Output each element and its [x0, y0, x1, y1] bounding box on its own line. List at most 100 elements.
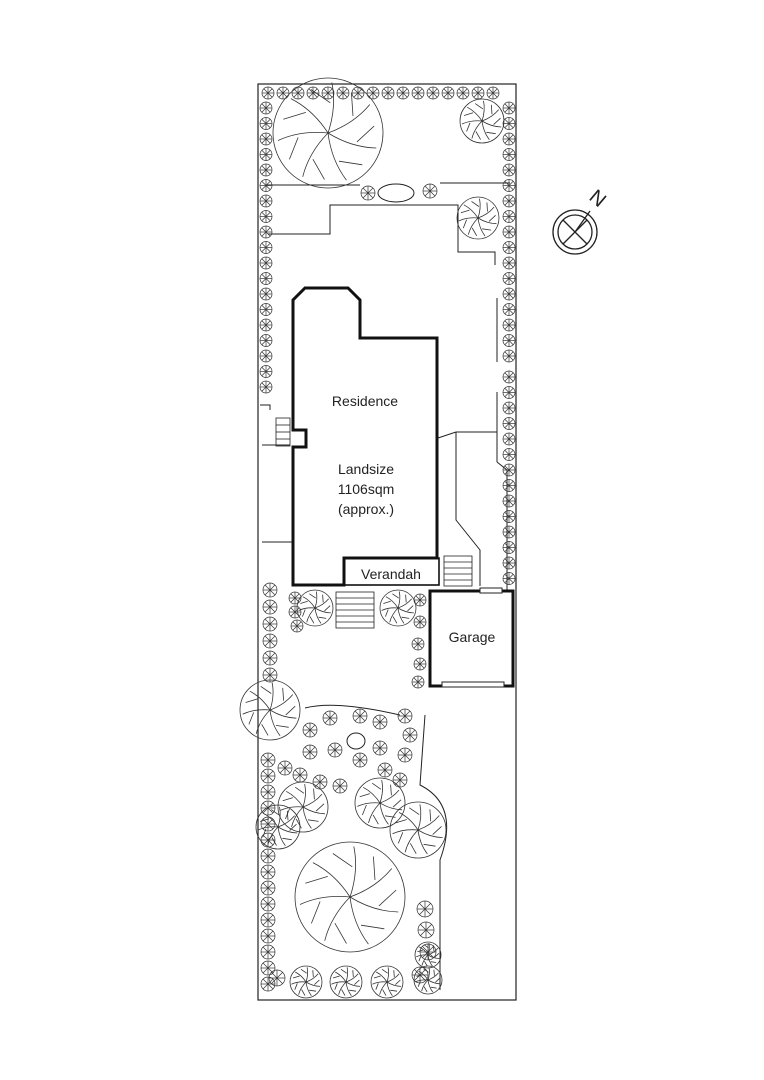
tree-icon [272, 77, 384, 189]
shrub-icon [268, 969, 286, 987]
shrub-icon [502, 303, 516, 316]
shrub-icon [372, 740, 388, 756]
shrub-icon [502, 541, 516, 554]
shrub-icon [502, 117, 516, 130]
tree-icon [277, 781, 329, 833]
verandah-outline [343, 557, 440, 586]
shrub-icon [502, 272, 516, 285]
tree-icon [414, 941, 442, 969]
north-arrow-icon [552, 209, 598, 255]
north-letter: N [585, 186, 610, 212]
shrub-icon [259, 194, 273, 208]
shrub-icon [413, 657, 427, 671]
shrub-icon [502, 479, 516, 492]
shrub-icon [327, 742, 343, 758]
shrub-icon [411, 86, 425, 100]
shrub-icon [277, 760, 293, 776]
shrub-icon [411, 637, 425, 651]
shrub-icon [502, 225, 516, 239]
shrub-icon [260, 784, 276, 800]
shrub-icon [259, 241, 273, 254]
shrub-icon [502, 556, 516, 570]
shrub-icon [402, 727, 418, 743]
shrub-icon [416, 900, 434, 918]
landscape-lines [260, 182, 510, 990]
shrub-icon [502, 101, 516, 115]
shrub-icon [502, 210, 516, 223]
shrub-icon [259, 163, 273, 177]
shrub-icon [426, 86, 440, 100]
garage-door [441, 681, 505, 688]
shrub-icon [260, 848, 276, 864]
shrub-icon [502, 287, 516, 301]
shrub-icon [262, 599, 278, 615]
tree-icon [255, 804, 301, 850]
shrub-icon [413, 615, 427, 629]
shrub-icon [486, 86, 500, 100]
tree-group [239, 77, 505, 999]
shrub-icon [312, 774, 328, 790]
tree-icon [296, 589, 334, 627]
verandah-label: Verandah [361, 566, 421, 582]
shrub-icon [259, 225, 273, 239]
tree-icon [239, 679, 301, 741]
landsize-label: Landsize [338, 461, 394, 477]
shrub-icon [260, 960, 276, 976]
shrub-icon [259, 256, 273, 270]
shrub-icon [502, 334, 516, 347]
property-boundary [257, 83, 517, 1001]
shrub-icon [259, 132, 273, 146]
shrub-icon [259, 101, 273, 115]
shrub-icon [260, 768, 276, 784]
landsize-value: 1106sqm [338, 481, 395, 497]
shrub-icon [456, 86, 470, 100]
tree-icon [294, 841, 406, 953]
shrub-icon [259, 179, 273, 192]
tree-icon [459, 98, 505, 144]
tree-icon [413, 965, 443, 995]
shrub-icon [261, 86, 275, 100]
shrub-icon [502, 179, 516, 192]
shrub-icon [260, 976, 276, 992]
shrub-icon [502, 525, 516, 539]
shrub-icon [417, 921, 435, 939]
shrub-icon [502, 432, 516, 446]
tree-icon [456, 196, 500, 240]
shrub-icon [262, 582, 278, 598]
shrub-icon [259, 272, 273, 285]
shrub-icon [502, 148, 516, 161]
shrub-icon [260, 912, 276, 928]
shrub-icon [302, 722, 318, 738]
shrub-icon [441, 86, 455, 100]
shrub-icon [262, 650, 278, 666]
tree-icon [389, 801, 447, 859]
shrub-icon [502, 448, 516, 461]
shrub-icon [352, 708, 368, 724]
shrub-icon [276, 86, 290, 100]
rear-steps [443, 555, 473, 587]
shrub-icon [411, 675, 425, 689]
shrub-icon [259, 210, 273, 223]
tree-icon [329, 965, 363, 999]
shrub-icon [259, 349, 273, 363]
shrub-icon [419, 943, 437, 961]
shrub-icon [366, 86, 380, 100]
shrub-icon [502, 256, 516, 270]
shrub-icon [502, 510, 516, 523]
residence-label: Residence [332, 393, 398, 409]
shrub-icon [502, 494, 516, 508]
shrub-icon [260, 944, 276, 960]
shrub-icon [502, 318, 516, 332]
shrub-icon [502, 417, 516, 430]
tree-icon [289, 965, 323, 999]
tree-icon [354, 777, 406, 829]
shrub-icon [502, 132, 516, 146]
garage-label: Garage [449, 629, 496, 645]
shrub-icon [260, 928, 276, 944]
shrub-icon [332, 778, 348, 794]
shrub-icon [259, 303, 273, 316]
shrub-icon [502, 572, 516, 585]
shrub-icon [288, 591, 302, 605]
shrub-group [259, 86, 516, 992]
